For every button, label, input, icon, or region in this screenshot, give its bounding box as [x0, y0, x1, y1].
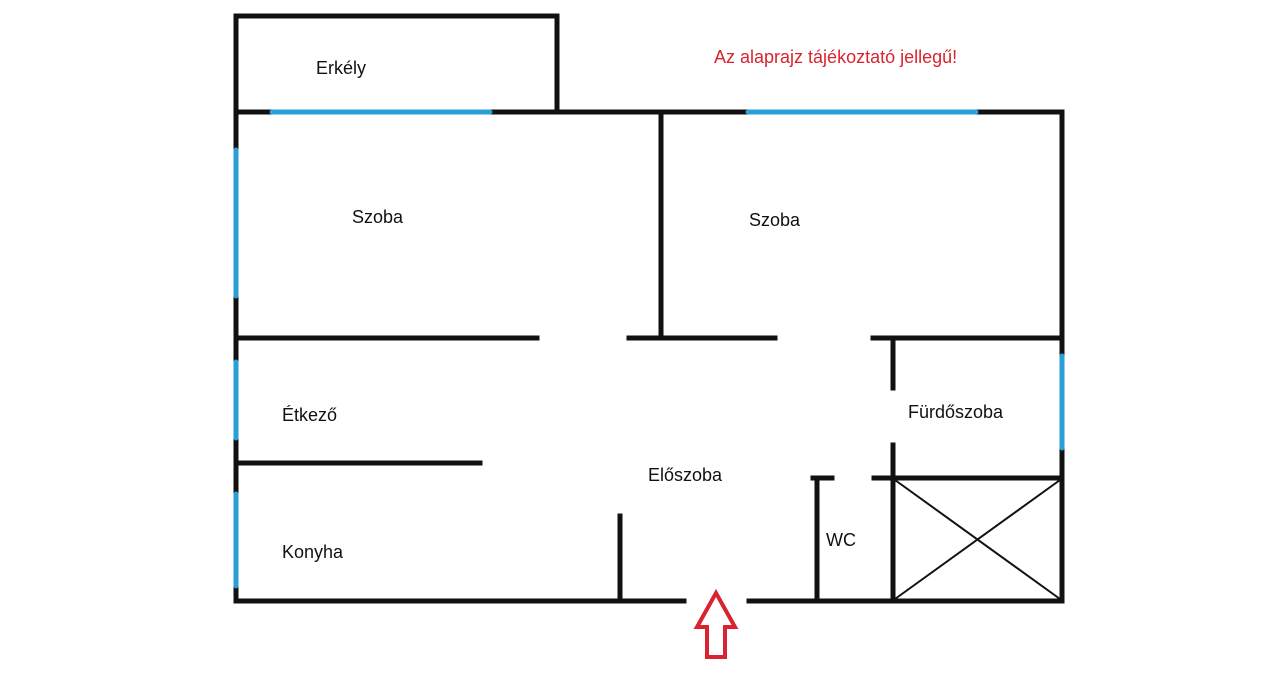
room-label-balcony: Erkély — [316, 58, 367, 78]
room-label-room2: Szoba — [749, 210, 801, 230]
room-label-bathroom: Fürdőszoba — [908, 402, 1004, 422]
windows — [233, 109, 1065, 589]
disclaimer-note: Az alaprajz tájékoztató jellegű! — [714, 47, 958, 67]
room-label-hall: Előszoba — [648, 465, 723, 485]
crossed-box-icon — [894, 479, 1061, 600]
room-label-dining: Étkező — [282, 405, 338, 425]
up-arrow-icon — [693, 588, 739, 659]
room-label-kitchen: Konyha — [282, 542, 344, 562]
room-label-room1: Szoba — [352, 207, 404, 227]
walls — [233, 13, 1065, 604]
room-label-wc: WC — [826, 530, 856, 550]
